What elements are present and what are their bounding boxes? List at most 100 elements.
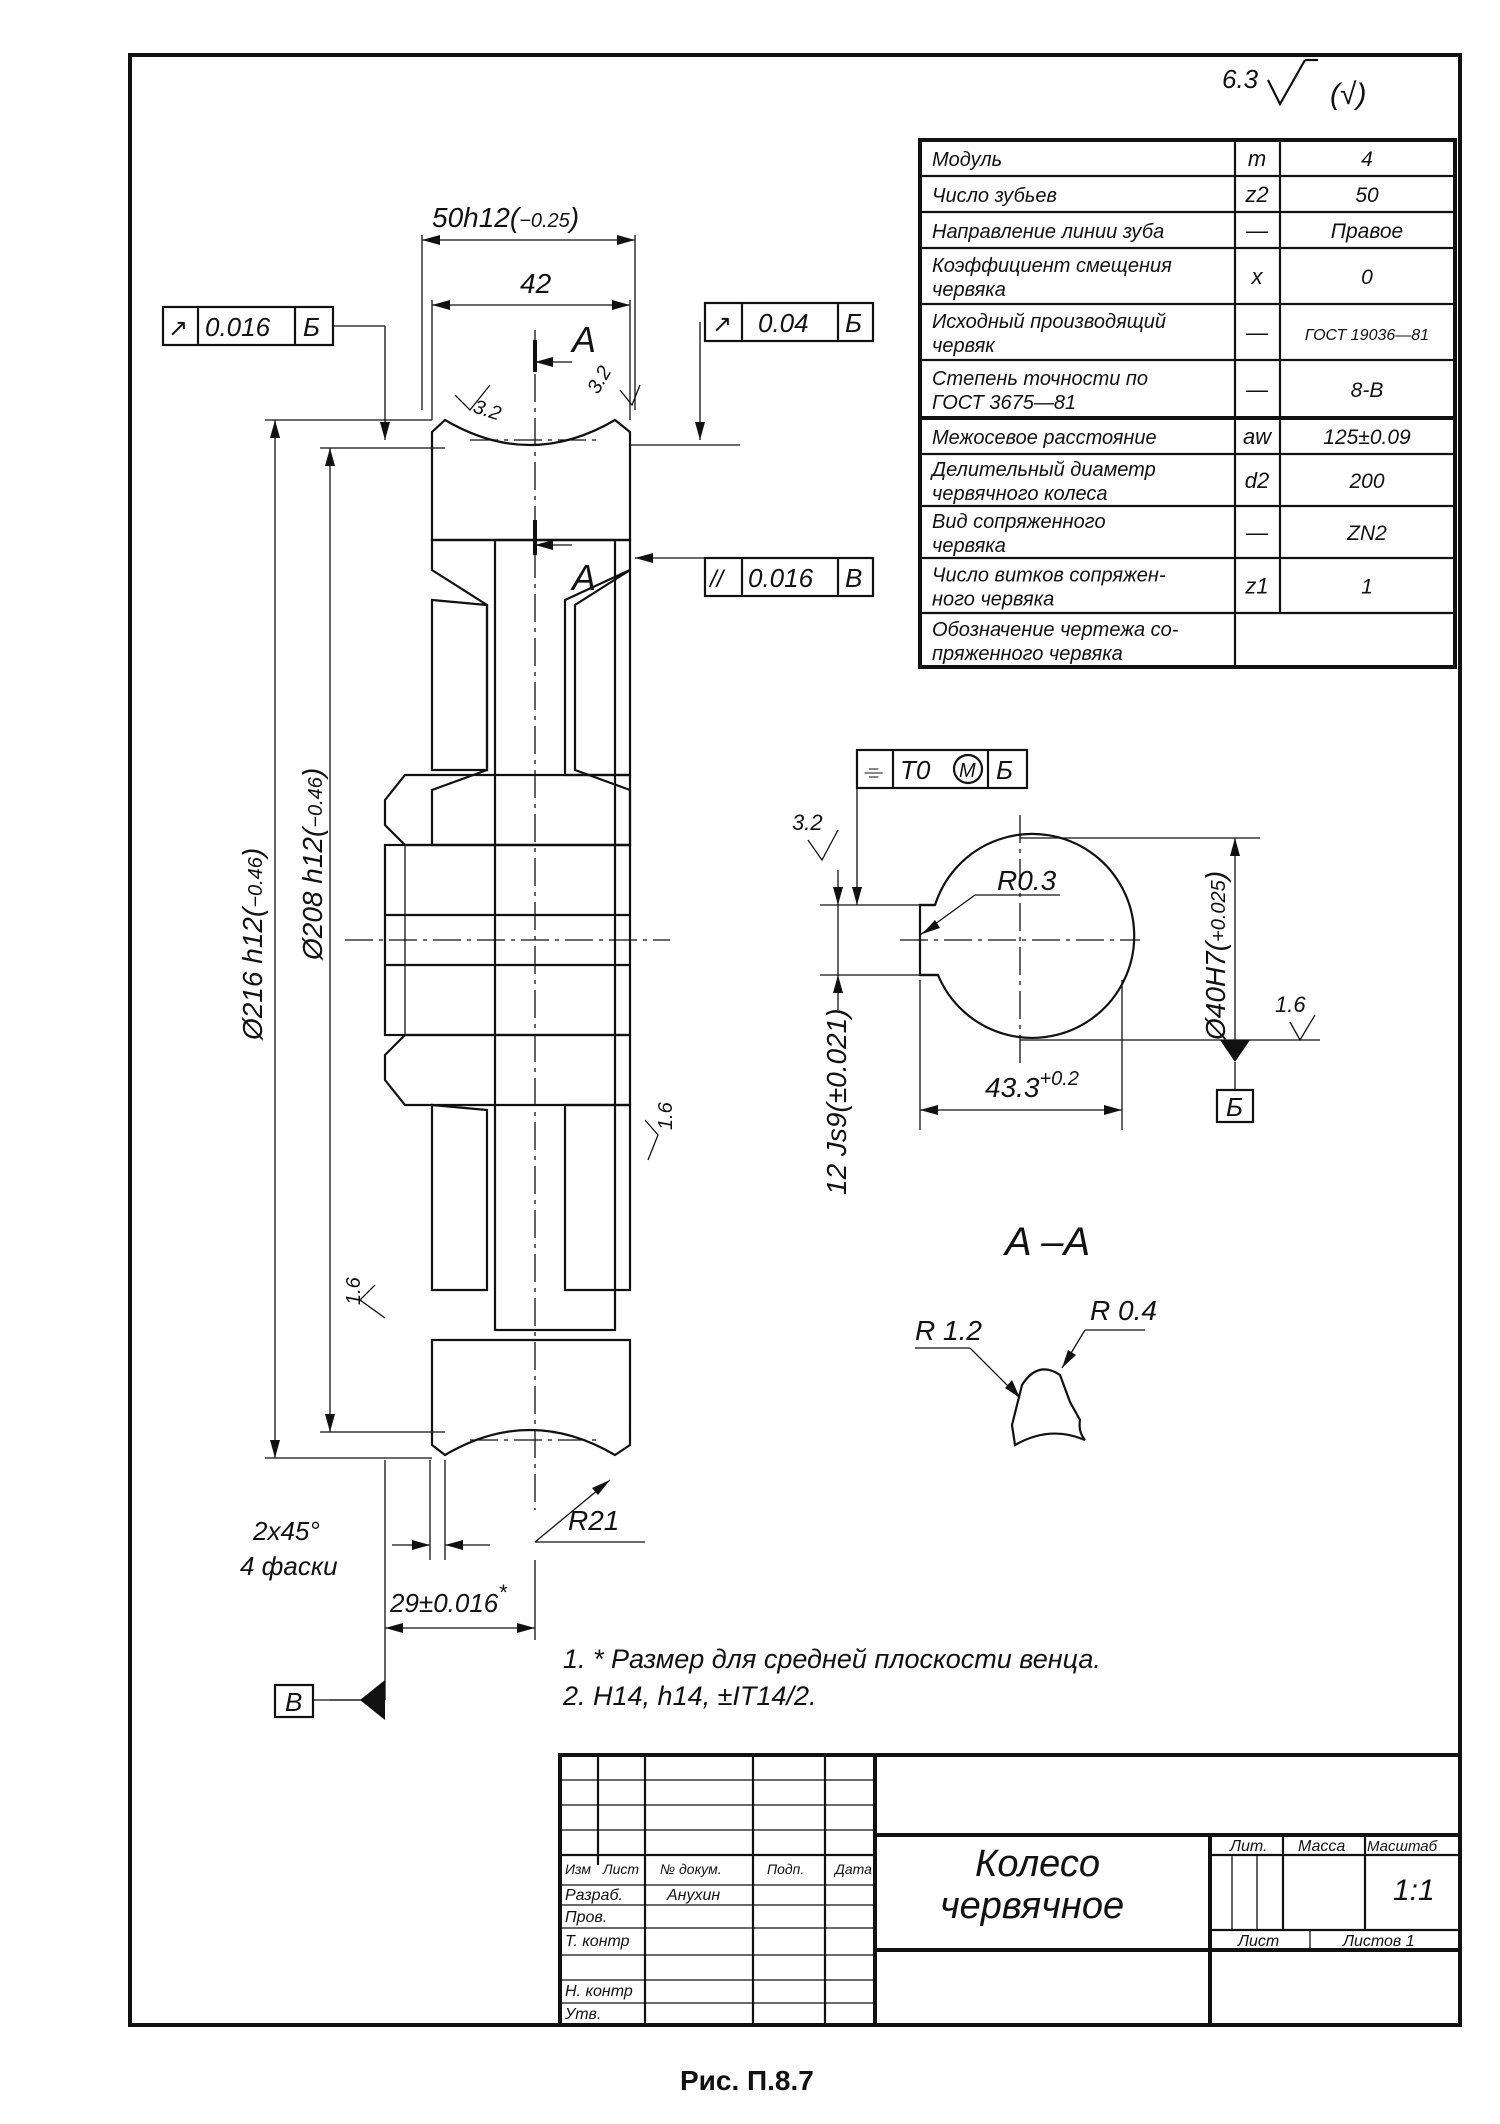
param-name-line2: червяка	[932, 279, 1006, 301]
svg-text:0.016: 0.016	[748, 563, 814, 593]
param-name-line2: ГОСТ 3675—81	[932, 392, 1076, 414]
param-symbol: d2	[1245, 468, 1269, 493]
param-symbol: m	[1248, 146, 1266, 171]
ra-throat-left: 3.2	[470, 396, 503, 426]
figure-caption: Рис. П.8.7	[680, 2065, 814, 2096]
svg-text:0.016: 0.016	[205, 312, 271, 342]
param-name: Направление линии зуба	[932, 221, 1164, 243]
param-value: 4	[1361, 148, 1373, 171]
param-symbol: z1	[1244, 574, 1268, 599]
datum-b-box	[1215, 1088, 1255, 1124]
runout-tolerance-right: ↗ 0.04 Б	[630, 301, 875, 446]
param-name: Межосевое расстояние	[932, 427, 1157, 449]
dim-chamfer: 2x45°	[252, 1516, 320, 1546]
tb-sheets: Листов 1	[1342, 1933, 1415, 1950]
tb-part-name-2: червячное	[940, 1885, 1124, 1927]
section-mark-a-top: A	[570, 319, 596, 360]
tb-scale: 1:1	[1393, 1874, 1435, 1907]
ra-bore-left: 1.6	[343, 1276, 365, 1305]
svg-text:Б: Б	[845, 308, 862, 338]
keyway-roughness: 3.2	[792, 810, 823, 835]
symmetry-modifier: M	[959, 760, 976, 782]
tb-razrab: Разраб.	[565, 1887, 623, 1904]
note-1: 1. * Размер для средней плоскости венца.	[563, 1644, 1101, 1674]
dim-throat-radius: R21	[568, 1505, 619, 1536]
dim-outer-diameter: Ø216 h12(−0.46)	[237, 848, 268, 1041]
tb-col-doc: № докум.	[660, 1861, 722, 1877]
bore-diameter-dim: Ø40H7(+0.025)	[1200, 871, 1231, 1041]
param-symbol: —	[1245, 377, 1269, 402]
roughness-other: (√)	[1330, 78, 1366, 111]
dim-hub-offset: 29±0.016*	[389, 1580, 508, 1618]
keyway-width-dim: 12 Js9(±0.021)	[821, 1008, 852, 1195]
param-name: Обозначение чертежа со-	[932, 619, 1179, 641]
param-value: ГОСТ 19036—81	[1305, 327, 1429, 344]
svg-text://: //	[708, 566, 726, 593]
symmetry-symbol: ⌯	[864, 758, 883, 785]
param-value: 8-В	[1351, 379, 1384, 402]
keyway-depth-dim: 43.3+0.2	[985, 1068, 1079, 1103]
svg-text:В: В	[845, 563, 862, 593]
dim-throat-diameter: Ø208 h12(−0.46)	[297, 768, 328, 961]
parallelism-tolerance: // 0.016 В	[635, 553, 875, 598]
param-value: 50	[1355, 184, 1379, 207]
keyway-radius: R0.3	[997, 865, 1057, 896]
ra-throat-right: 3.2	[583, 362, 616, 397]
tb-sheet: Лист	[1237, 1933, 1279, 1950]
notes: 1. * Размер для средней плоскости венца.…	[562, 1644, 1101, 1711]
param-name: Число зубьев	[932, 185, 1057, 207]
section-radius-right: R 0.4	[1090, 1295, 1157, 1326]
param-name: Делительный диаметр	[930, 459, 1156, 481]
roughness-value: 6.3	[1222, 64, 1259, 94]
param-name-line2: червячного колеса	[932, 483, 1108, 505]
param-name: Число витков сопряжен-	[932, 565, 1166, 587]
tb-razrab-name: Анухин	[666, 1887, 720, 1904]
tb-col-date: Дата	[833, 1861, 872, 1877]
param-symbol: aw	[1243, 424, 1273, 449]
symmetry-datum: Б	[996, 755, 1013, 785]
tb-massa: Масса	[1298, 1838, 1345, 1855]
param-value: Правое	[1331, 220, 1403, 243]
param-name: Степень точности по	[932, 368, 1148, 390]
dim-chamfer-count: 4 фаски	[240, 1551, 338, 1581]
bore-keyway-view: ⌯ T0 M Б 3.2 12 Js9(±0.021) R0.3 Ø40H7(+…	[792, 748, 1320, 1195]
svg-text:↗: ↗	[168, 315, 188, 342]
tb-nkontr: Н. контр	[565, 1983, 633, 2000]
section-title: A –A	[1003, 1220, 1090, 1264]
tb-col-list: Лист	[602, 1861, 639, 1877]
tb-tkontr: Т. контр	[565, 1933, 630, 1950]
runout-tolerance-left: ↗ 0.016 Б	[161, 305, 390, 440]
param-value: 0	[1361, 266, 1373, 289]
svg-text:Б: Б	[303, 312, 320, 342]
param-symbol: x	[1251, 264, 1264, 289]
param-name-line2: червяк	[932, 335, 996, 357]
param-symbol: z2	[1244, 182, 1268, 207]
param-name-line2: червяка	[932, 535, 1006, 557]
tb-part-name-1: Колесо	[975, 1843, 1100, 1885]
param-symbol: —	[1245, 218, 1269, 243]
param-value: 125±0.09	[1323, 426, 1411, 449]
wheel-main-view: 50h12(−0.25) 42 A A 3.2 3.2 Ø216 h12(−0.…	[161, 202, 875, 1720]
param-name: Вид сопряженного	[932, 511, 1106, 533]
section-radius-left: R 1.2	[915, 1315, 982, 1346]
param-name-line2: пряженного червяка	[932, 643, 1123, 665]
param-name: Коэффициент смещения	[932, 255, 1172, 277]
param-name: Исходный производящий	[932, 311, 1166, 333]
param-symbol: —	[1245, 520, 1269, 545]
bore-roughness: 1.6	[1275, 992, 1306, 1017]
param-name: Модуль	[932, 149, 1002, 171]
datum-b-label: Б	[1226, 1092, 1243, 1122]
param-value: ZN2	[1346, 522, 1387, 545]
param-name-line2: ного червяка	[932, 589, 1054, 611]
svg-text:↗: ↗	[712, 311, 732, 338]
general-roughness: 6.3 (√)	[1222, 58, 1366, 111]
note-2: 2. H14, h14, ±IT14/2.	[562, 1681, 816, 1711]
param-value: 200	[1348, 470, 1384, 493]
section-a-a: A –A R 1.2 R 0.4	[915, 1220, 1157, 1447]
tb-col-izm: Изм	[565, 1861, 591, 1877]
datum-v-box	[273, 1683, 315, 1719]
ra-hub-right: 1.6	[655, 1101, 677, 1130]
section-mark-a-bottom: A	[570, 557, 596, 598]
tb-utv: Утв.	[564, 2006, 601, 2023]
